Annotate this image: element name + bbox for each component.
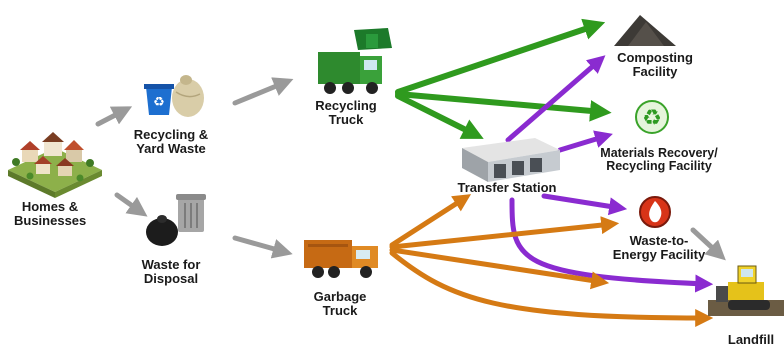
arrow-garbage-truck-to-landfill-upper — [389, 247, 610, 290]
garbage-truck-icon — [304, 240, 378, 278]
recycle-symbol-icon: ♻ — [635, 100, 669, 134]
materials-recovery-label-line1: Materials Recovery/ — [600, 146, 718, 160]
arrow-transfer-to-landfill — [509, 197, 714, 293]
houses-icon — [8, 132, 102, 198]
garbage-truck-label-line2: Truck — [322, 303, 358, 318]
waste-disposal-label-line1: Waste for — [141, 257, 201, 272]
arrow-transfer-to-waste-energy — [541, 193, 628, 216]
recycling-truck-label-line2: Truck — [328, 112, 364, 127]
landfill-label-line1: Landfill — [727, 332, 775, 347]
building-icon — [462, 138, 560, 182]
purple-transfer-arrows — [505, 55, 714, 293]
arrow-waste-energy-to-landfill — [690, 227, 726, 261]
materials-recovery-label-line2: Recycling Facility — [606, 159, 712, 173]
transfer-station-label-line1: Transfer Station — [457, 180, 557, 195]
arrow-homes-to-recycling — [95, 106, 133, 127]
homes-label-line2: Businesses — [14, 213, 87, 228]
composting-label-line1: Composting — [617, 50, 693, 65]
transfer-station-label: Transfer Station — [446, 181, 568, 195]
homes-label-line1: Homes & — [21, 199, 79, 214]
recycling-yard-label: Recycling & Yard Waste — [126, 128, 216, 156]
arrow-transfer-to-composting — [505, 55, 606, 143]
svg-text:♻: ♻ — [153, 95, 165, 110]
materials-recovery-label: Materials Recovery/ Recycling Facility — [584, 147, 734, 173]
arrow-transfer-to-materials — [557, 130, 613, 153]
garbage-truck-label: Garbage Truck — [304, 290, 376, 318]
garbage-truck-label-line1: Garbage — [313, 289, 367, 304]
arrow-garbage-truck-to-waste-energy — [389, 216, 620, 250]
arrow-disposal-to-truck — [232, 235, 293, 259]
orange-garbage-arrows — [389, 194, 714, 327]
green-recycling-arrows — [395, 18, 612, 139]
recycling-bin-icon: ♻ — [144, 75, 204, 117]
arrow-recycling-to-truck — [232, 77, 294, 106]
recycling-yard-label-line1: Recycling & — [133, 127, 209, 142]
waste-to-energy-label-line2: Energy Facility — [612, 247, 706, 262]
waste-disposal-label: Waste for Disposal — [131, 258, 211, 286]
flame-icon — [639, 196, 671, 228]
recycling-truck-icon — [318, 28, 392, 94]
arrow-recycling-truck-to-transfer — [395, 93, 484, 139]
recycling-yard-label-line2: Yard Waste — [136, 141, 206, 156]
arrow-homes-to-disposal — [114, 192, 148, 217]
arrow-recycling-truck-to-materials — [395, 91, 612, 122]
landfill-label: Landfill — [722, 333, 780, 347]
recycling-truck-label-line1: Recycling — [315, 98, 377, 113]
arrow-garbage-truck-to-landfill-lower — [389, 250, 714, 327]
waste-disposal-label-line2: Disposal — [143, 271, 199, 286]
bulldozer-icon — [708, 265, 784, 316]
waste-to-energy-label: Waste-to- Energy Facility — [604, 234, 714, 262]
homes-label: Homes & Businesses — [14, 200, 86, 228]
arrow-garbage-truck-to-transfer — [389, 194, 472, 248]
waste-to-energy-label-line1: Waste-to- — [629, 233, 689, 248]
arrow-recycling-truck-to-composting — [395, 18, 606, 95]
gray-collection-arrows — [95, 77, 726, 261]
composting-label-line2: Facility — [632, 64, 678, 79]
composting-label: Composting Facility — [605, 51, 705, 79]
compost-pile-icon — [614, 15, 676, 46]
svg-text:♻: ♻ — [642, 106, 662, 131]
trash-can-icon — [146, 194, 206, 246]
recycling-truck-label: Recycling Truck — [308, 99, 384, 127]
